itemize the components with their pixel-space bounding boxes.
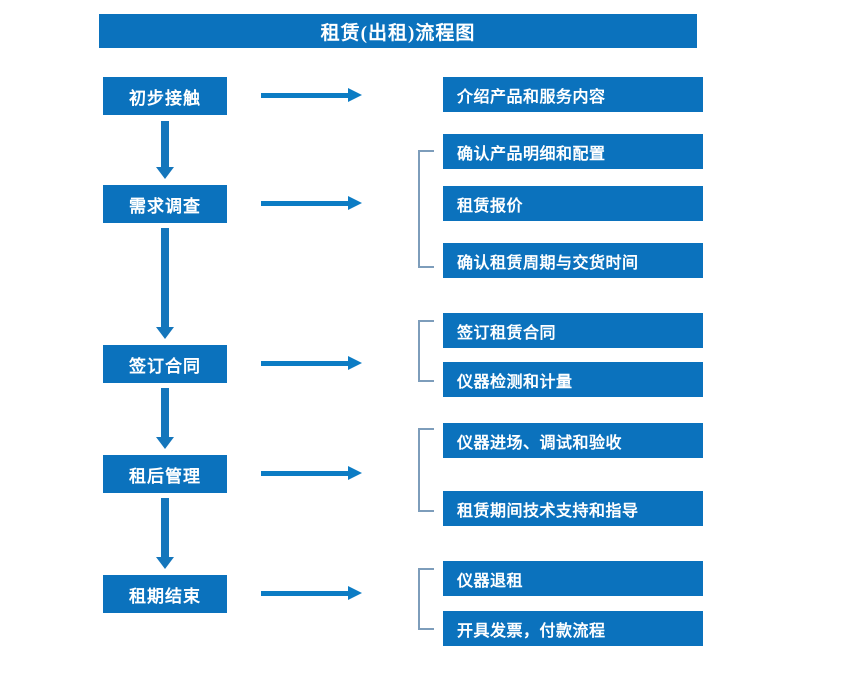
group-bracket-requirements (418, 150, 434, 268)
group-bracket-end-of-term (418, 568, 434, 630)
vertical-arrow-1-to-2 (156, 121, 174, 179)
group-bracket-contract (418, 320, 434, 382)
detail-node-7[interactable]: 仪器进场、调试和验收 (443, 423, 703, 458)
detail-node-9[interactable]: 仪器退租 (443, 561, 703, 596)
vertical-arrow-2-to-3 (156, 228, 174, 339)
detail-node-6[interactable]: 仪器检测和计量 (443, 362, 703, 397)
horizontal-arrow-stage-3 (261, 356, 362, 370)
detail-node-3[interactable]: 租赁报价 (443, 186, 703, 221)
stage-node-5[interactable]: 租期结束 (103, 575, 227, 613)
horizontal-arrow-stage-5 (261, 586, 362, 600)
group-bracket-after-rental (418, 428, 434, 512)
detail-node-4[interactable]: 确认租赁周期与交货时间 (443, 243, 703, 278)
horizontal-arrow-stage-2 (261, 196, 362, 210)
stage-node-2[interactable]: 需求调查 (103, 185, 227, 223)
detail-node-10[interactable]: 开具发票，付款流程 (443, 611, 703, 646)
stage-node-1[interactable]: 初步接触 (103, 77, 227, 115)
horizontal-arrow-stage-1 (261, 88, 362, 102)
stage-node-3[interactable]: 签订合同 (103, 345, 227, 383)
stage-node-4[interactable]: 租后管理 (103, 455, 227, 493)
detail-node-5[interactable]: 签订租赁合同 (443, 313, 703, 348)
detail-node-1[interactable]: 介绍产品和服务内容 (443, 77, 703, 112)
detail-node-8[interactable]: 租赁期间技术支持和指导 (443, 491, 703, 526)
diagram-title: 租赁(出租)流程图 (99, 14, 697, 48)
horizontal-arrow-stage-4 (261, 466, 362, 480)
detail-node-2[interactable]: 确认产品明细和配置 (443, 134, 703, 169)
vertical-arrow-3-to-4 (156, 388, 174, 449)
vertical-arrow-4-to-5 (156, 498, 174, 569)
